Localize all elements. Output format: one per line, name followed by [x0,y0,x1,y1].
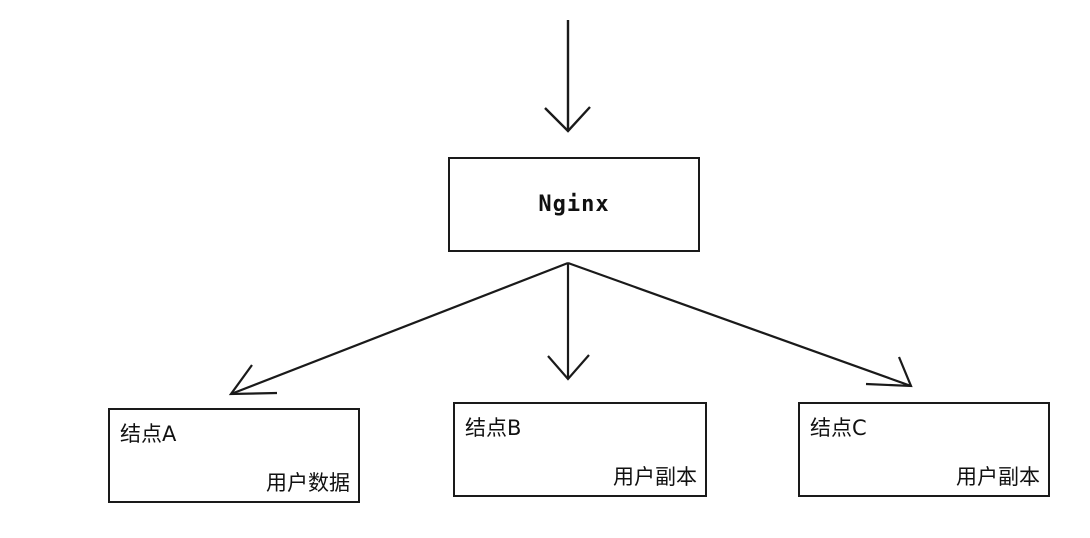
arrow-nginx-to-node-c [567,261,913,388]
node-box-b[interactable]: 结点B 用户副本 [453,402,707,497]
node-a-subtitle: 用户数据 [266,471,350,495]
node-c-title: 结点C [810,416,867,440]
arrow-nginx-to-node-a [228,261,569,396]
node-c-subtitle: 用户副本 [956,465,1040,489]
node-box-a[interactable]: 结点A 用户数据 [108,408,360,503]
node-b-subtitle: 用户副本 [613,465,697,489]
nginx-label: Nginx [538,192,610,217]
node-a-title: 结点A [120,422,177,446]
arrow-nginx-to-node-b [547,263,590,381]
arrow-inbound-to-nginx [544,20,591,133]
nginx-box[interactable]: Nginx [448,157,700,252]
node-box-c[interactable]: 结点C 用户副本 [798,402,1050,497]
node-b-title: 结点B [465,416,522,440]
